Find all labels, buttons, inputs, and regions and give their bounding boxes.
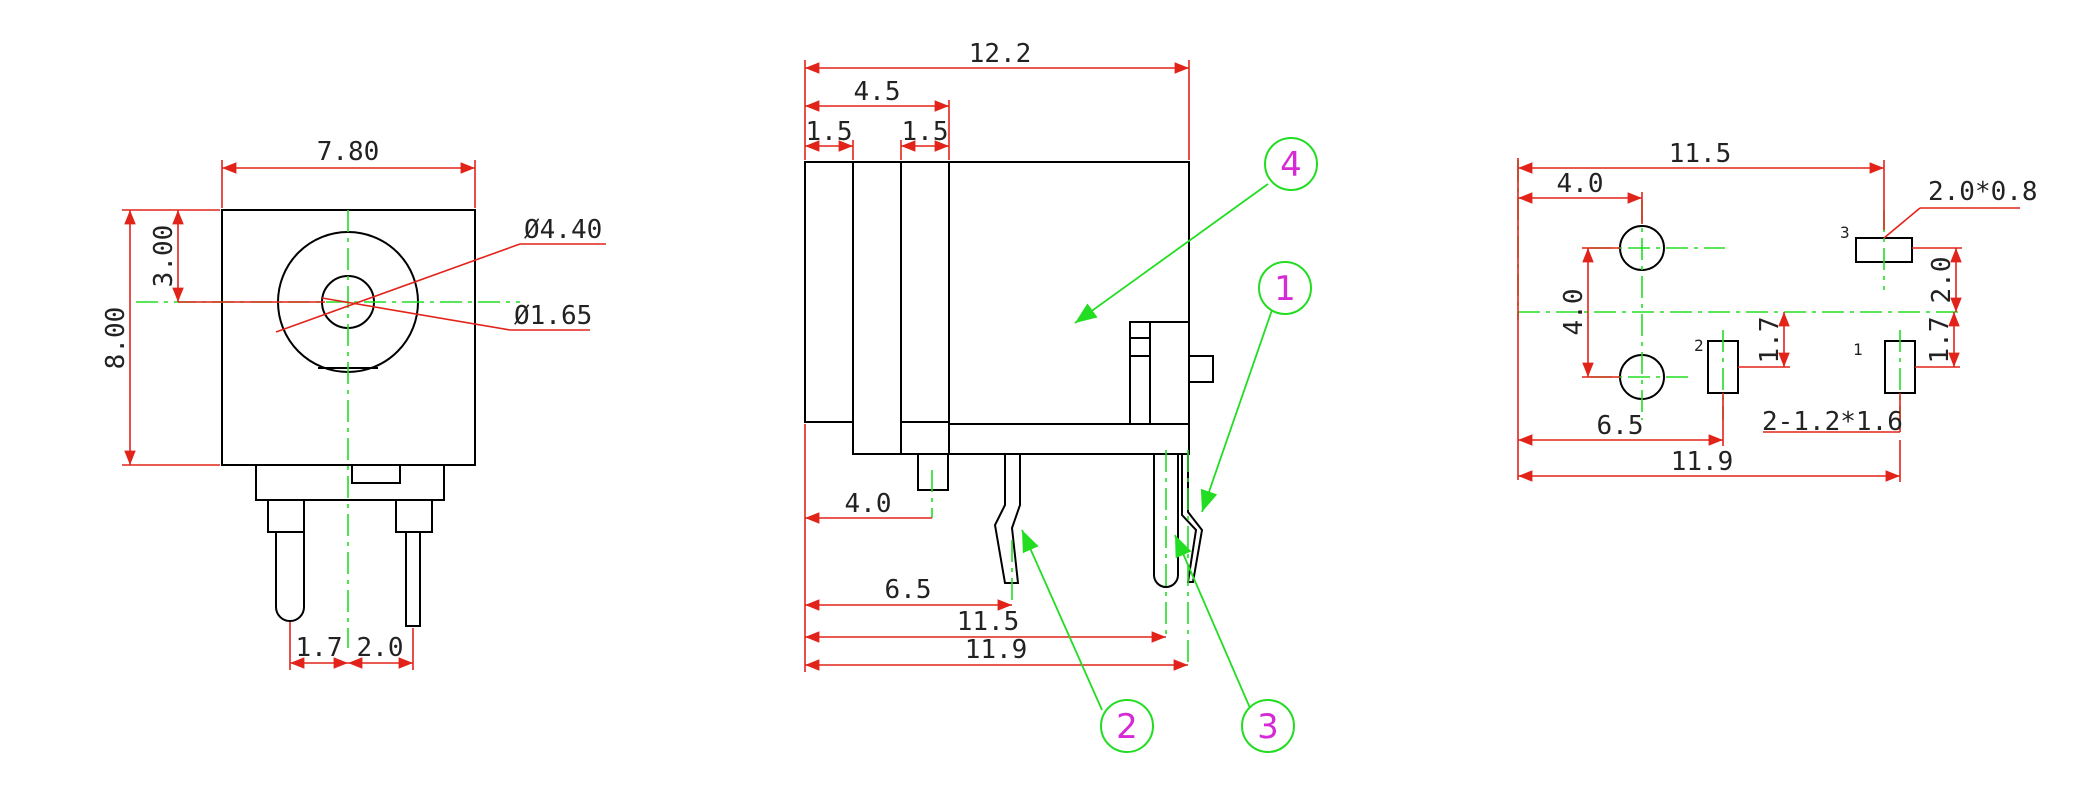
pad-label-1: 1 [1853,340,1863,359]
callout-4: 4 [1264,137,1318,191]
dim-flange-left: 1.5 [806,117,853,147]
callout-1: 1 [1258,261,1312,315]
dim-pin-offset-11-5: 11.5 [957,607,1020,637]
pad-label-2: 2 [1694,336,1704,355]
dim-pin-front-offset: 4.0 [845,489,892,519]
side-flange-1 [804,161,854,423]
front-view: 7.80 8.00 3.00 Ø4.40 Ø1.65 1.7 2.0 [101,137,606,670]
dim-flange-width: 4.5 [854,77,901,107]
side-flange-3 [900,161,950,455]
dim-pad2-offset: 1.7 [1755,317,1785,364]
dim-front-height: 8.00 [101,307,131,370]
front-base-notch [351,464,401,484]
side-pin-2 [993,454,1021,584]
side-pin-1 [1181,454,1204,583]
dim-row-spacing: 11.5 [1669,139,1732,169]
dim-pad3-size: 2.0*0.8 [1928,177,2038,207]
svg-text:3: 3 [1257,707,1279,747]
dim-slot-size: 2-1.2*1.6 [1762,407,1903,437]
dim-inner-diameter: Ø1.65 [514,301,592,331]
front-pin-left [275,532,305,622]
front-pin-right-collar [395,499,433,533]
side-body-base [948,423,1190,455]
dim-front-center-height: 3.00 [149,225,179,288]
callout-3: 3 [1241,699,1295,753]
svg-text:2: 2 [1116,707,1138,747]
dim-pad1-offset: 1.7 [1925,317,1955,364]
svg-text:1: 1 [1274,269,1296,309]
dim-outer-diameter: Ø4.40 [524,215,602,245]
side-flange-2 [852,161,902,455]
side-pin-3 [1153,454,1179,588]
dim-vertical-spacing: 4.0 [1559,289,1589,336]
dim-pad1-x: 11.9 [1671,447,1734,477]
front-pin-left-collar [267,499,305,533]
footprint-view: 3 2 1 11.5 4.0 2.0*0.8 4.0 2.0 [1517,139,2038,482]
dim-pin-spacing-left: 1.7 [296,633,343,663]
dim-pin-spacing-right: 2.0 [357,633,404,663]
side-body [948,161,1190,425]
dim-pin2-offset: 6.5 [885,575,932,605]
dim-hole-offset: 4.0 [1557,169,1604,199]
pad-label-3: 3 [1840,223,1850,242]
dim-flange-right: 1.5 [902,117,949,147]
callout-2: 2 [1100,699,1154,753]
dim-front-width: 7.80 [317,137,380,167]
dim-pad2-x: 6.5 [1597,411,1644,441]
side-pin-front [917,453,949,491]
svg-text:4: 4 [1280,145,1302,185]
side-view: 12.2 4.5 1.5 1.5 4.0 6.5 11.5 11.9 4 [804,39,1318,753]
front-base [255,464,445,501]
front-pin-right [405,531,421,627]
dim-pin-offset-11-9: 11.9 [965,635,1028,665]
dim-overall-length: 12.2 [969,39,1032,69]
dim-pad3-offset: 2.0 [1927,257,1957,304]
